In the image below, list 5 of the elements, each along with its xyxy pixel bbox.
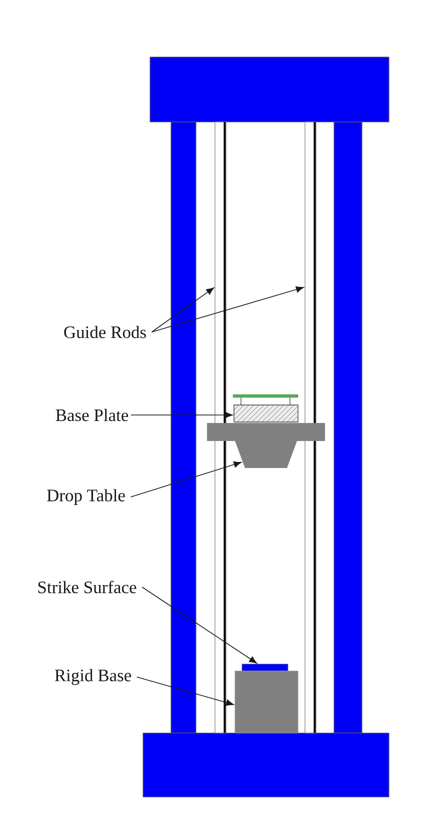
part-label: Drop Table: [47, 489, 125, 505]
part-label: Base Plate: [56, 408, 128, 422]
part-label: Strike Surface: [38, 580, 136, 594]
part-label: Guide Rods: [64, 326, 146, 338]
part-label: Rigid Base: [54, 669, 132, 685]
